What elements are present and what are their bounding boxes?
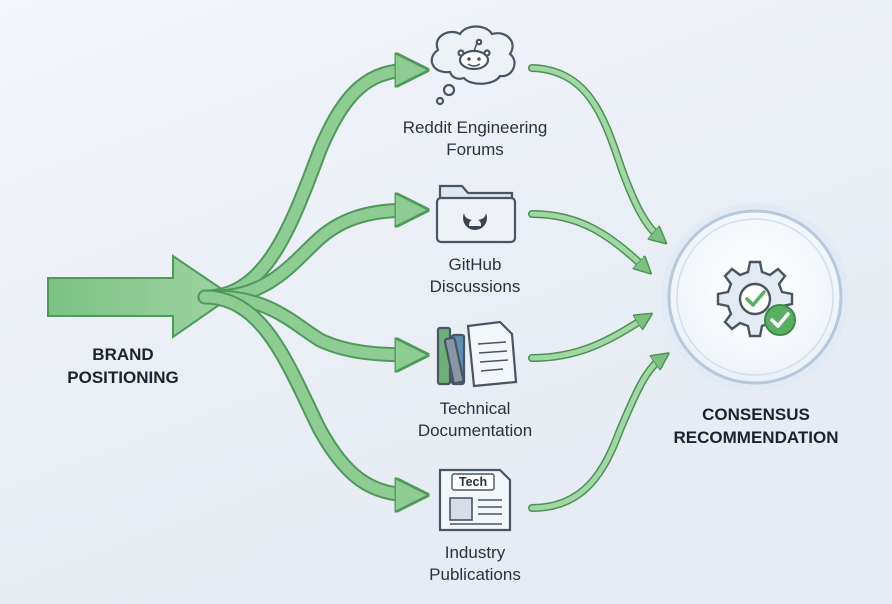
channel-label-line1: Reddit Engineering <box>402 118 548 137</box>
publication-badge-text: Tech <box>459 475 487 489</box>
channel-label-line2: Documentation <box>417 421 533 440</box>
branch-arrows <box>197 70 412 495</box>
channel-label-github: GitHub Discussions <box>375 254 575 298</box>
channel-label-line2: Publications <box>429 565 521 584</box>
branch-arrow-reddit <box>197 70 412 305</box>
reddit-thought-bubble-icon <box>430 25 516 106</box>
branch-arrow-github <box>207 210 412 305</box>
channel-label-documentation: Technical Documentation <box>375 398 575 442</box>
channel-label-publications: Industry Publications <box>375 542 575 586</box>
github-folder-icon <box>435 184 517 244</box>
target-label: CONSENSUS RECOMMENDATION <box>658 403 854 449</box>
channel-label-reddit: Reddit Engineering Forums <box>375 117 575 161</box>
source-label-line2: POSITIONING <box>67 368 179 387</box>
channel-label-line1: Technical <box>439 399 511 418</box>
converge-arrow-publications <box>528 358 662 512</box>
gear-checkmark-icon <box>716 260 796 338</box>
source-label-line1: BRAND <box>92 345 154 364</box>
converge-arrow-documentation <box>528 318 645 362</box>
branch-arrow-publications <box>197 289 412 495</box>
channel-label-line2: Forums <box>446 140 504 159</box>
converge-arrow-github <box>528 210 645 268</box>
branch-arrow-documentation <box>207 289 412 355</box>
target-label-line1: CONSENSUS <box>702 405 810 424</box>
source-label: BRAND POSITIONING <box>58 343 188 389</box>
channel-label-line2: Discussions <box>429 277 521 296</box>
channel-label-line1: GitHub <box>448 255 502 274</box>
tech-newspaper-icon <box>438 468 512 532</box>
channel-label-line1: Industry <box>444 543 506 562</box>
brand-input-arrow <box>47 254 234 339</box>
converge-arrows <box>528 64 662 512</box>
target-label-line2: RECOMMENDATION <box>673 428 839 447</box>
converge-arrow-reddit <box>528 64 660 238</box>
books-document-icon <box>436 320 518 388</box>
